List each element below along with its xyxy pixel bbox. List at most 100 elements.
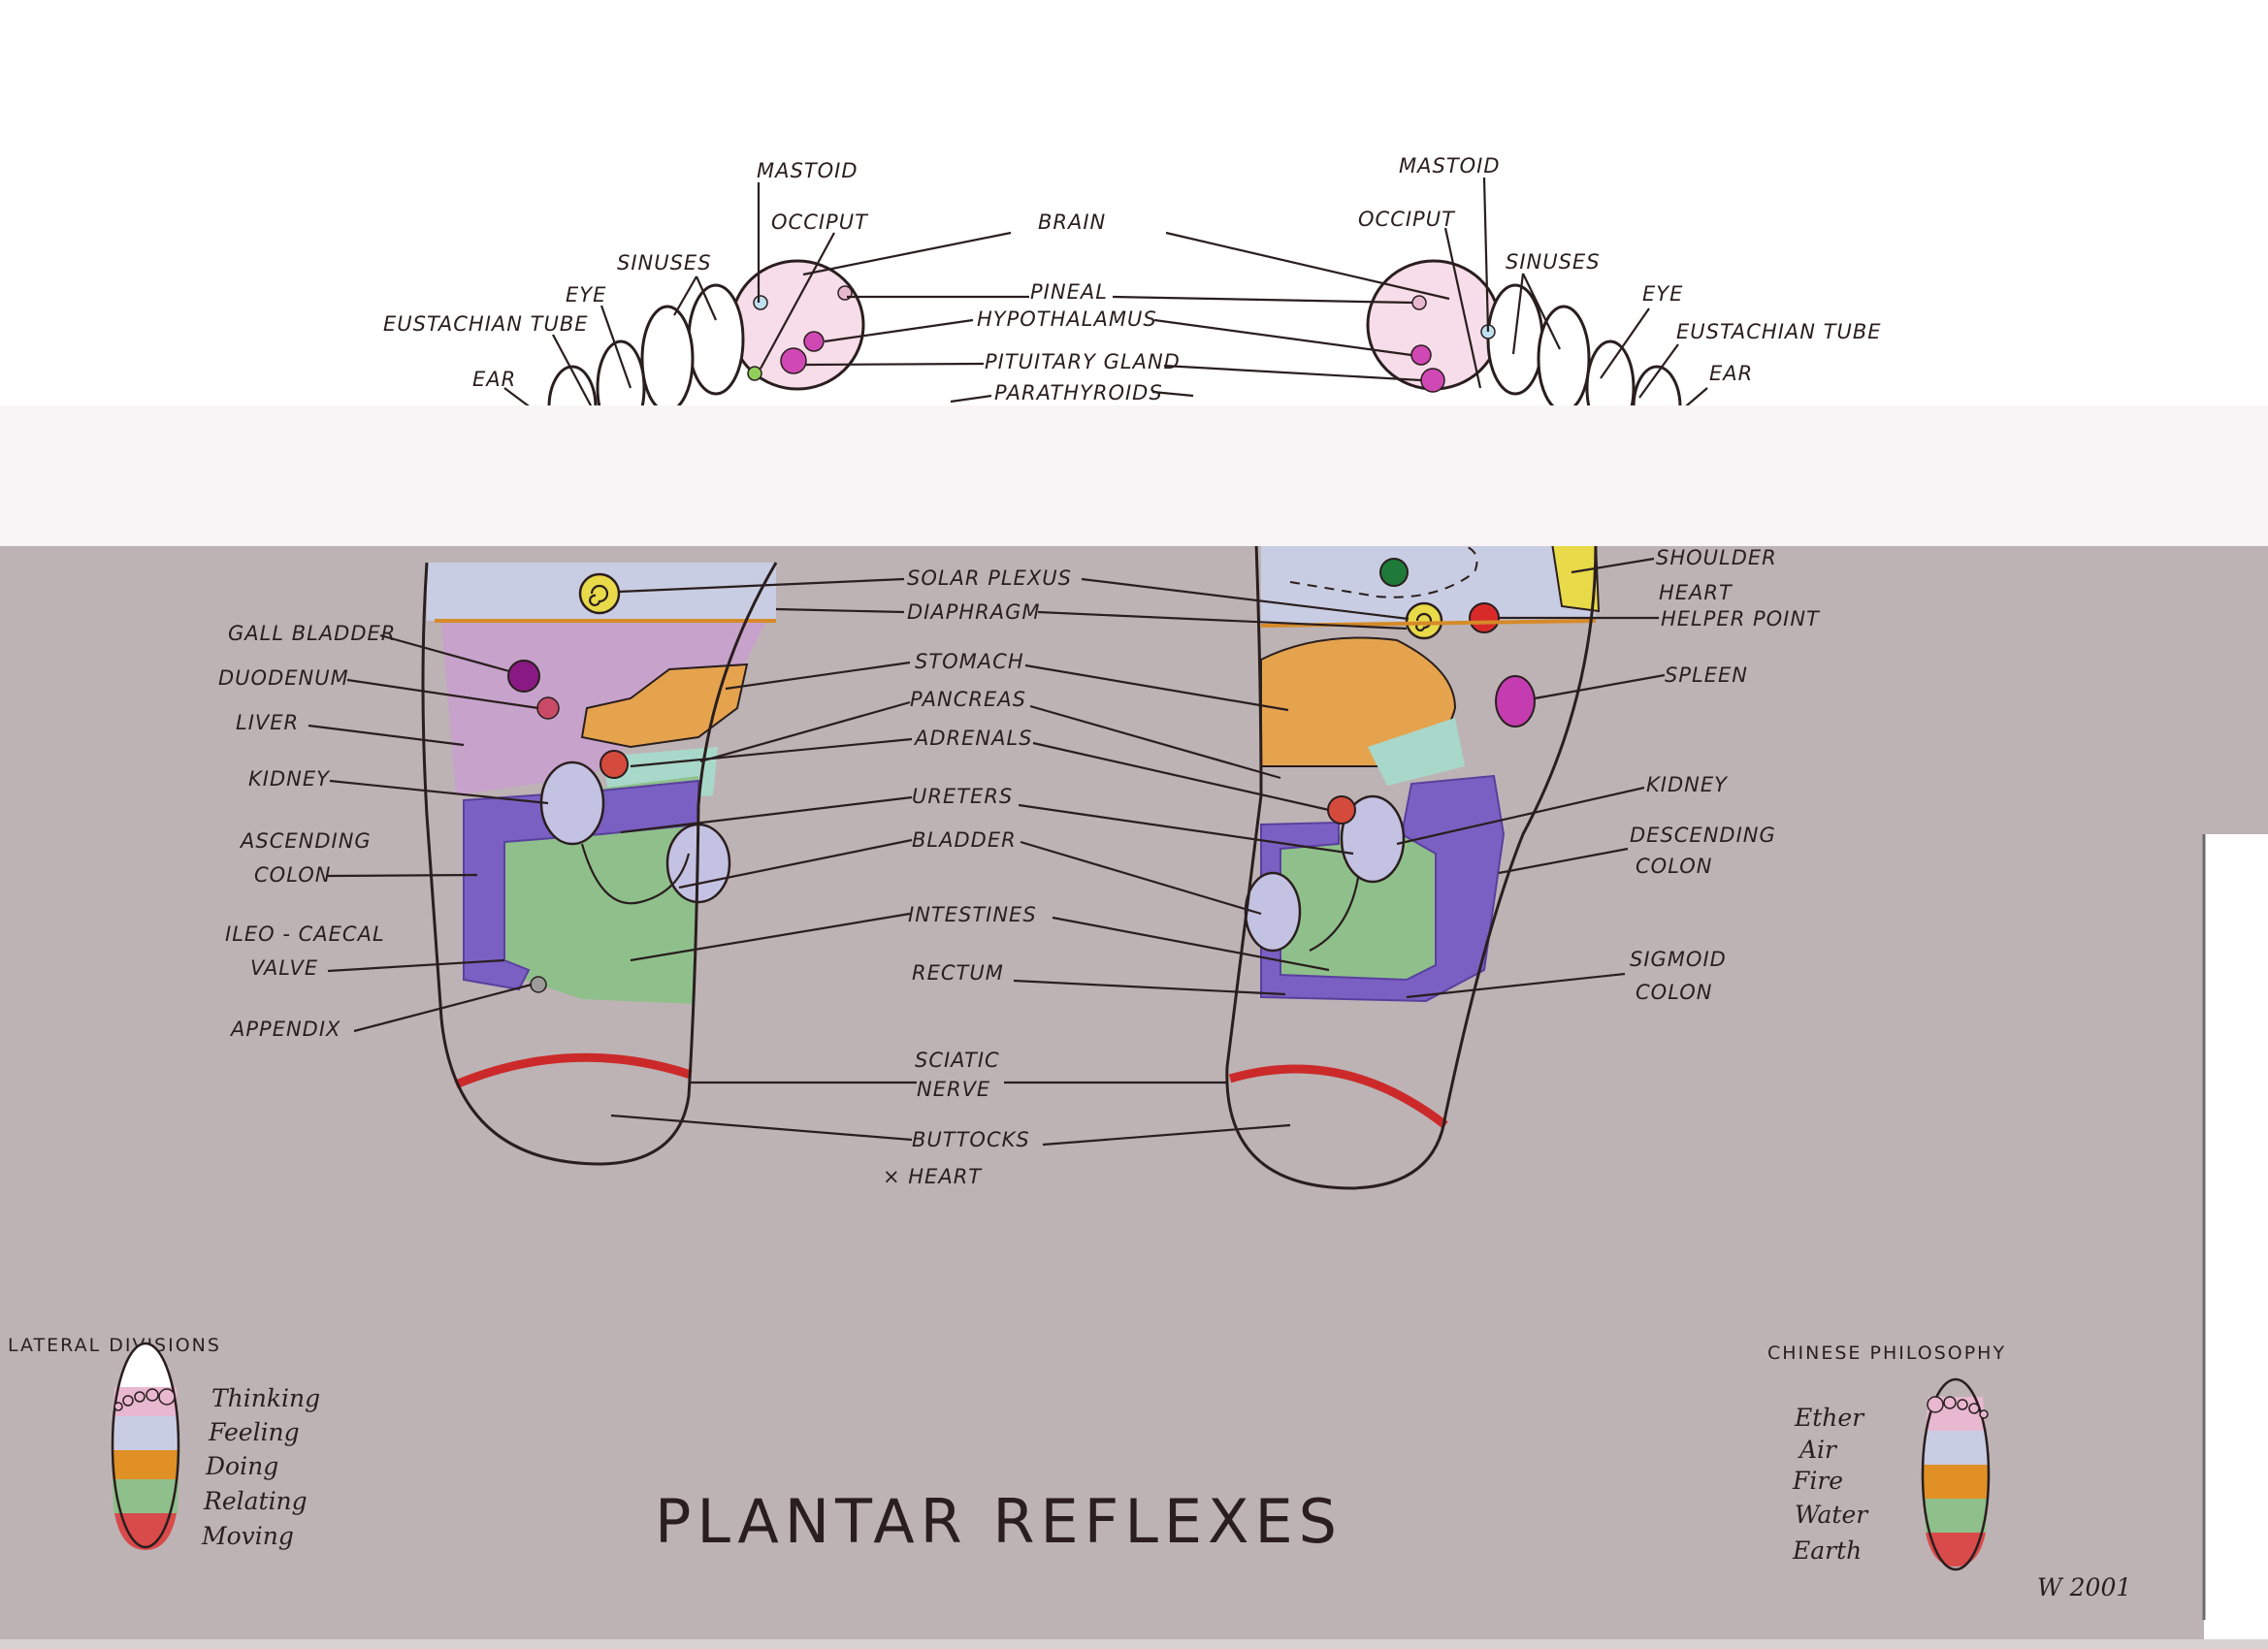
label-spleen: SPLEEN	[1665, 663, 1748, 687]
left-pituitary-dot	[780, 347, 807, 374]
label-solar-plexus: SOLAR PLEXUS	[907, 566, 1072, 590]
left-duodenum-dot	[536, 696, 560, 720]
label-left-eye: EYE	[566, 283, 606, 307]
label-pancreas: PANCREAS	[910, 688, 1026, 711]
label-sciatic-2: NERVE	[917, 1078, 990, 1101]
right-paper-edge	[2204, 834, 2268, 1649]
label-left-eustachian: EUSTACHIAN TUBE	[383, 312, 589, 336]
label-shoulder: SHOULDER	[1656, 546, 1777, 569]
right-solar-plexus-icon	[1405, 601, 1443, 640]
mauve-band	[0, 543, 2268, 1649]
label-intestines: INTESTINES	[908, 903, 1037, 926]
lateral-item-relating: Relating	[203, 1487, 308, 1515]
label-pituitary: PITUITARY GLAND	[985, 350, 1181, 373]
right-kidney	[1340, 794, 1406, 884]
lateral-item-moving: Moving	[201, 1522, 294, 1550]
lateral-item-feeling: Feeling	[208, 1418, 300, 1446]
label-left-mastoid: MASTOID	[757, 159, 859, 182]
label-ureters: URETERS	[912, 785, 1013, 808]
label-sigmoid-1: SIGMOID	[1630, 948, 1727, 971]
labels-top-right: MASTOID OCCIPUT SINUSES EYE EUSTACHIAN T…	[1358, 154, 1882, 385]
label-right-eye: EYE	[1642, 282, 1683, 306]
label-parathyroids: PARATHYROIDS	[994, 381, 1163, 404]
label-diaphragm: DIAPHRAGM	[907, 600, 1041, 624]
chinese-philosophy: CHINESE PHILOSOPHY Ether Air Fire Water …	[1767, 1342, 2006, 1571]
leader-lines	[308, 177, 1708, 1147]
page-title: PLANTAR REFLEXES	[655, 1486, 1343, 1557]
label-right-mastoid: MASTOID	[1399, 154, 1501, 178]
label-rectum: RECTUM	[912, 961, 1004, 985]
chinese-foot-icon	[1921, 1377, 1991, 1571]
label-brain: BRAIN	[1038, 210, 1106, 234]
label-appendix: APPENDIX	[229, 1018, 340, 1041]
label-right-kidney: KIDNEY	[1646, 773, 1729, 796]
labels-body-left: GALL BLADDER DUODENUM LIVER KIDNEY ASCEN…	[218, 622, 395, 1041]
label-left-sinuses: SINUSES	[617, 251, 712, 275]
right-adrenal-dot	[1327, 795, 1356, 824]
paper-top	[0, 0, 2268, 427]
label-heart-helper-2: HELPER POINT	[1661, 607, 1821, 630]
chinese-item-earth: Earth	[1792, 1536, 1862, 1565]
lateral-divisions: LATERAL DIVISIONS Thinking Feeling Doing…	[8, 1335, 320, 1550]
label-right-ear: EAR	[1709, 362, 1753, 385]
label-heart-mark: × HEART	[883, 1165, 983, 1188]
left-stomach	[580, 663, 749, 749]
right-pituitary-dot	[1420, 368, 1445, 393]
artist-signature: W 2001	[2037, 1573, 2131, 1601]
left-colon	[463, 779, 699, 991]
left-kidney	[539, 760, 605, 846]
left-solar-plexus-icon	[578, 572, 621, 615]
label-bladder: BLADDER	[912, 828, 1017, 852]
labels-body-right: SHOULDER HEART HELPER POINT SPLEEN KIDNE…	[1630, 546, 1821, 1004]
chinese-item-ether: Ether	[1794, 1404, 1865, 1432]
right-heart-green-dot	[1379, 558, 1409, 587]
label-buttocks: BUTTOCKS	[912, 1128, 1030, 1151]
chinese-philosophy-heading: CHINESE PHILOSOPHY	[1767, 1342, 2006, 1364]
label-stomach: STOMACH	[915, 650, 1024, 673]
label-left-occiput: OCCIPUT	[771, 210, 869, 234]
lateral-item-doing: Doing	[205, 1452, 278, 1480]
label-right-sinuses: SINUSES	[1506, 250, 1601, 274]
label-sigmoid-2: COLON	[1636, 981, 1712, 1004]
label-hypothalamus: HYPOTHALAMUS	[977, 307, 1157, 331]
label-adrenals: ADRENALS	[913, 727, 1033, 750]
chinese-item-air: Air	[1798, 1436, 1838, 1464]
left-toe-2	[687, 283, 745, 396]
labels-body-center: SOLAR PLEXUS DIAPHRAGM STOMACH PANCREAS …	[883, 566, 1072, 1188]
right-pancreas	[1368, 718, 1465, 786]
chinese-item-fire: Fire	[1792, 1467, 1843, 1495]
label-sciatic-1: SCIATIC	[915, 1049, 1000, 1072]
label-liver: LIVER	[236, 711, 299, 734]
label-ascending-1: ASCENDING	[239, 829, 372, 853]
right-chest-zone	[1261, 543, 1596, 626]
label-heart-helper-1: HEART	[1659, 581, 1733, 604]
right-hypothalamus-dot	[1410, 344, 1432, 366]
label-right-occiput: OCCIPUT	[1358, 208, 1456, 231]
right-heart-helper-dot	[1469, 602, 1500, 633]
label-left-kidney: KIDNEY	[248, 767, 331, 791]
right-spleen-dot	[1495, 675, 1536, 728]
label-right-eustachian: EUSTACHIAN TUBE	[1676, 320, 1882, 343]
label-descending-1: DESCENDING	[1630, 824, 1776, 847]
label-duodenum: DUODENUM	[218, 666, 349, 690]
left-foot-outline	[421, 562, 778, 1166]
left-gall-bladder-dot	[507, 660, 540, 693]
label-pineal: PINEAL	[1030, 280, 1108, 304]
labels-top-left: MASTOID OCCIPUT SINUSES EYE EUSTACHIAN T…	[383, 159, 869, 391]
label-ascending-2: COLON	[254, 863, 331, 887]
label-ileo-2: VALVE	[250, 956, 318, 980]
lateral-foot-icon	[111, 1342, 180, 1550]
left-adrenal-dot	[599, 750, 629, 779]
label-ileo-1: ILEO - CAECAL	[225, 922, 385, 946]
label-left-ear: EAR	[472, 368, 516, 391]
overlay-strip	[0, 405, 2268, 546]
chinese-item-water: Water	[1795, 1501, 1869, 1529]
left-sciatic-band	[454, 1052, 693, 1089]
right-pineal-dot	[1411, 295, 1427, 310]
left-foot	[421, 259, 865, 1166]
labels-top-center: BRAIN PINEAL HYPOTHALAMUS PITUITARY GLAN…	[977, 210, 1181, 404]
left-toe-3	[640, 305, 695, 413]
label-descending-2: COLON	[1636, 855, 1712, 878]
right-sciatic-band	[1228, 1064, 1448, 1129]
